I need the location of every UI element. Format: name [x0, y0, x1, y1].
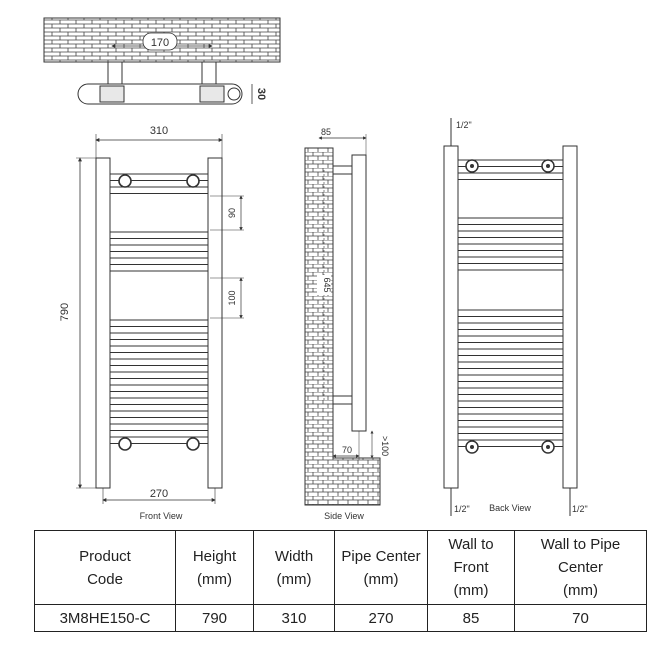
header-wall-to-pipe-center: Wall to Pipe Center (mm) — [514, 530, 647, 605]
back-view-bars — [458, 159, 563, 447]
cell-wall-to-front: 85 — [427, 604, 515, 632]
front-view-mount-top-left — [118, 174, 132, 188]
header-wall-to-front: Wall to Front (mm) — [427, 530, 515, 605]
side-view-caption: Side View — [324, 511, 364, 521]
side-view-wall-pipe-label: 70 — [342, 445, 352, 455]
back-view-caption: Back View — [489, 503, 531, 513]
side-view-bracket-label-bg — [317, 275, 331, 295]
side-view-bracket-label: 645 — [322, 277, 332, 292]
header-pipe-center: Pipe Center (mm) — [334, 530, 428, 605]
front-view-pipe-center-label: 270 — [150, 488, 168, 500]
back-view-bracket-top-left — [465, 159, 479, 173]
top-view-bracket-left — [107, 61, 123, 87]
back-view-bracket-bottom-left — [465, 440, 479, 454]
top-view-end-cap — [227, 87, 241, 101]
side-view-bracket-top — [332, 165, 353, 175]
back-view-right-rail — [562, 145, 578, 489]
back-view-left-rail — [443, 145, 459, 489]
front-view-right-rail — [207, 157, 223, 489]
side-view: 85 645 70 >100 Side View — [304, 127, 390, 521]
front-view-left-rail — [95, 157, 111, 489]
top-view-valve-left — [99, 85, 125, 103]
cell-wall-to-pipe-center: 70 — [514, 604, 647, 632]
back-view-bottom-left-pipe-label: 1/2" — [454, 504, 470, 514]
cell-product-code: 3M8HE150-C — [34, 604, 176, 632]
back-view-top-pipe-label: 1/2" — [456, 120, 472, 130]
front-view-gap-upper-label: 90 — [227, 208, 237, 218]
back-view-brackets — [465, 159, 555, 454]
header-product-code: Product Code — [34, 530, 176, 605]
back-view-bracket-top-right — [541, 159, 555, 173]
technical-drawing: 170 30 310 790 90 — [43, 17, 588, 521]
header-height: Height (mm) — [175, 530, 254, 605]
cell-width: 310 — [253, 604, 335, 632]
front-view-height-label: 790 — [59, 303, 71, 321]
back-view: 1/2" 1/2" 1/2" Back View — [443, 118, 588, 516]
header-width: Width (mm) — [253, 530, 335, 605]
back-view-bracket-bottom-right — [541, 440, 555, 454]
spec-table: Product Code Height (mm) Width (mm) Pipe… — [34, 530, 647, 632]
top-view-width-label: 170 — [151, 37, 169, 49]
front-view: 310 790 90 100 270 Front View — [59, 125, 244, 521]
front-view-mount-points — [118, 174, 200, 451]
spec-table-data-row: 3M8HE150-C 790 310 270 85 70 — [34, 604, 647, 632]
front-view-caption: Front View — [140, 511, 183, 521]
front-view-width-label: 310 — [150, 125, 168, 137]
top-view-depth-label: 30 — [255, 88, 267, 100]
front-view-mount-top-right — [186, 174, 200, 188]
side-view-radiator — [351, 154, 367, 432]
back-view-bottom-right-pipe-label: 1/2" — [572, 504, 588, 514]
side-view-projection-label: 85 — [321, 127, 331, 137]
front-view-mount-bottom-right — [186, 437, 200, 451]
side-view-wall — [304, 147, 381, 506]
spec-table-header-row: Product Code Height (mm) Width (mm) Pipe… — [34, 530, 647, 605]
top-view-valve-right — [199, 85, 225, 103]
top-view-bracket-right — [201, 61, 217, 87]
side-view-floor-label: >100 — [380, 436, 390, 456]
cell-height: 790 — [175, 604, 254, 632]
top-view: 170 30 — [43, 17, 281, 105]
side-view-bracket-bottom — [332, 395, 353, 405]
front-view-gap-lower-label: 100 — [227, 290, 237, 305]
front-view-mount-bottom-left — [118, 437, 132, 451]
top-view-width-label-bg — [142, 32, 178, 51]
cell-pipe-center: 270 — [334, 604, 428, 632]
front-view-bars — [110, 173, 208, 444]
